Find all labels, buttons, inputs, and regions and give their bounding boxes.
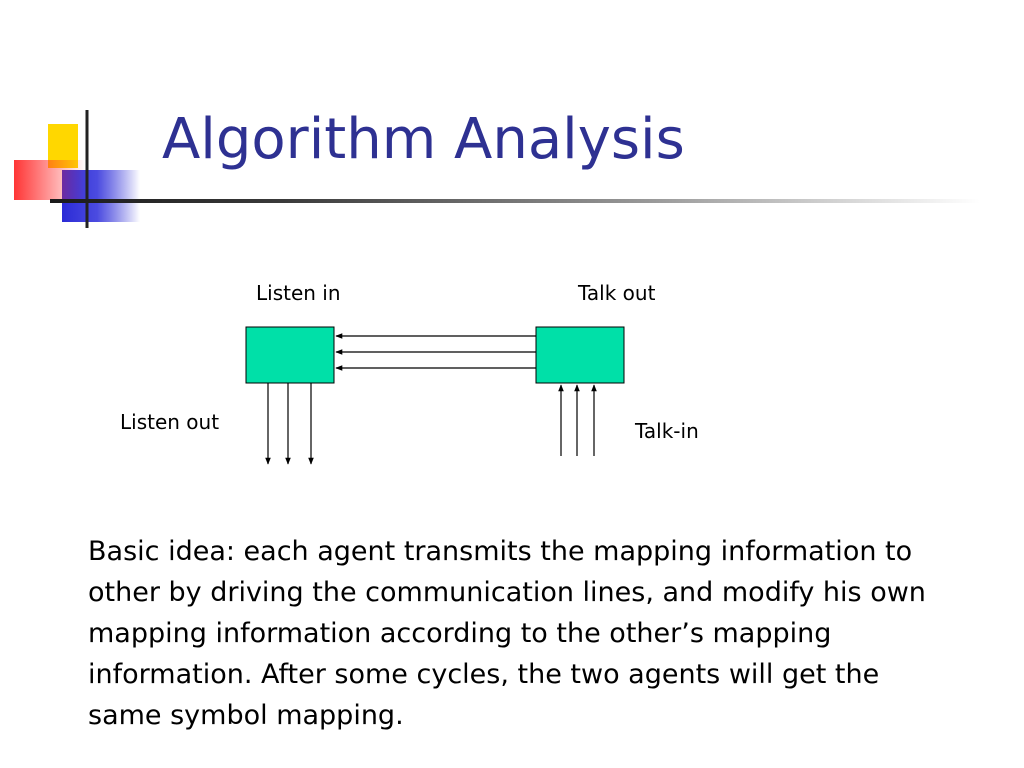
talking-agent-box [535,326,625,384]
listening-agent-box [245,326,335,384]
title-underline-rule [50,199,980,203]
slide-title: Algorithm Analysis [162,107,685,172]
listen-in-label: Listen in [256,281,341,305]
logo-red-square [14,160,86,200]
talk-in-label: Talk-in [634,419,699,443]
talk-out-label: Talk out [577,281,656,305]
listen-out-label: Listen out [120,410,219,434]
slide-body-text: Basic idea: each agent transmits the map… [88,536,926,731]
